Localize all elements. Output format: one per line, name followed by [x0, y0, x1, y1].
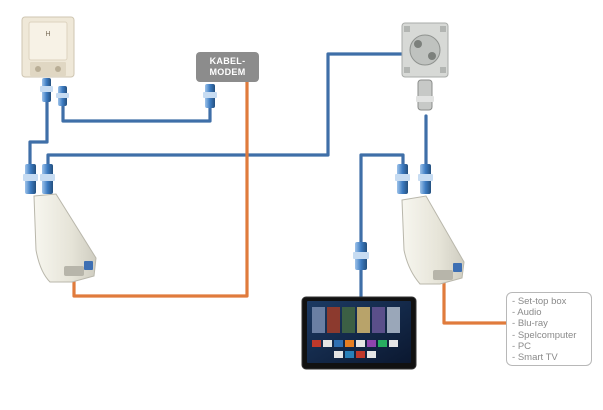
cable-modem-box: KABEL- MODEM — [196, 52, 259, 82]
wall-socket — [401, 22, 449, 78]
tv-screen-tiles — [312, 307, 400, 358]
modem-connector — [203, 84, 217, 108]
left-adapter-connector-a — [23, 164, 38, 194]
coax-right-adapter-a-to-tv — [359, 153, 405, 247]
ethernet-right-adapter-to-devices — [442, 282, 506, 325]
coax-wallbox-to-left-adapter-a — [28, 90, 49, 168]
smart-tv — [301, 296, 417, 370]
device-item-pc: PC — [512, 341, 591, 352]
right-adapter-connector-b — [418, 164, 433, 194]
device-list: Set-top box Audio Blu-ray Spelcomputer P… — [512, 296, 591, 363]
left-coax-adapter — [33, 193, 97, 283]
modem-label-line2: MODEM — [209, 67, 246, 77]
wall-socket-connector — [416, 79, 434, 111]
coax-left-adapter-b-to-wallsocket — [46, 52, 404, 168]
tv-connector — [353, 242, 369, 270]
coax-wallbox-to-modem — [61, 100, 212, 123]
left-adapter-connector-b — [40, 164, 55, 194]
wall-outlet-box: H — [21, 16, 75, 78]
wallbox-connector-left — [40, 78, 53, 102]
device-item-smarttv: Smart TV — [512, 352, 591, 363]
device-item-audio: Audio — [512, 307, 591, 318]
device-item-gameconsole: Spelcomputer — [512, 330, 591, 341]
right-coax-adapter — [401, 195, 465, 285]
device-item-bluray: Blu-ray — [512, 318, 591, 329]
svg-text:H: H — [45, 31, 50, 38]
ethernet-left-adapter-to-modem — [72, 82, 249, 298]
device-list-box: Set-top box Audio Blu-ray Spelcomputer P… — [506, 292, 592, 366]
coax-cables — [28, 52, 428, 300]
right-adapter-connector-a — [395, 164, 410, 194]
wallbox-connector-right — [56, 86, 69, 106]
device-item-settopbox: Set-top box — [512, 296, 591, 307]
modem-label-line1: KABEL- — [209, 56, 246, 66]
ethernet-cables — [72, 82, 506, 325]
